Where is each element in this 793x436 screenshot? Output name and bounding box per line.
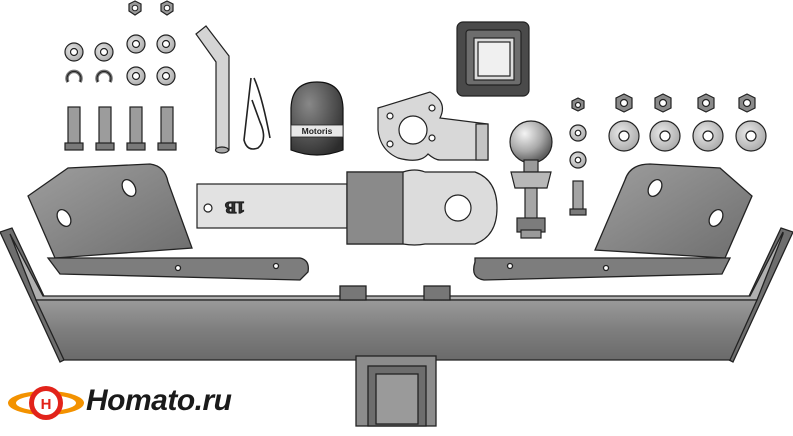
ball-cover-label: Motoris — [302, 126, 333, 136]
svg-text:H: H — [41, 396, 52, 413]
hitch-pin-icon — [195, 25, 230, 154]
nut-icon — [128, 0, 142, 16]
nut-icon — [160, 0, 174, 16]
right-bracket-icon — [473, 163, 753, 281]
left-bracket-icon — [27, 163, 309, 281]
nut-group-right — [615, 93, 756, 113]
drawbar-icon: 1B — [196, 169, 498, 246]
brand-name: Homato.ru — [86, 384, 232, 417]
washer-group-right-large — [608, 120, 767, 152]
crossbar-beam-icon — [0, 227, 793, 427]
bolt-group — [64, 106, 177, 151]
drawbar-stamp: 1B — [225, 198, 245, 217]
nut-icon — [571, 97, 585, 112]
washer-group-left — [64, 34, 176, 86]
homato-logo-icon: H — [8, 386, 84, 420]
tow-ball-icon — [509, 120, 553, 239]
r-clip-icon — [243, 77, 271, 150]
washer-group-right-small — [569, 124, 587, 216]
receiver-cap-icon — [456, 21, 530, 97]
socket-bracket-icon — [377, 91, 489, 161]
ball-cover-icon: Motoris — [290, 81, 344, 156]
